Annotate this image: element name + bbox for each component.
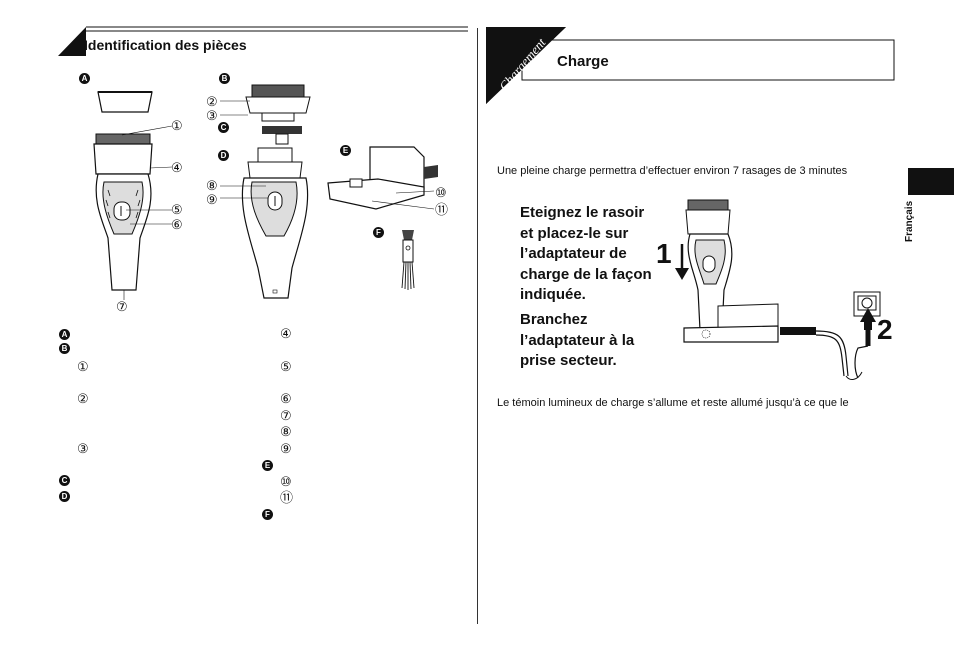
callout-2: ② bbox=[206, 94, 218, 109]
callout-6: ⑥ bbox=[171, 217, 183, 232]
legend-11: ⑪ bbox=[280, 490, 294, 505]
section-header-right bbox=[486, 27, 895, 104]
label-e: E bbox=[340, 145, 351, 156]
step2-line-3: prise secteur. bbox=[520, 352, 617, 369]
step2-line-1: Branchez bbox=[520, 311, 588, 328]
legend-2: ② bbox=[77, 391, 89, 406]
legend-4: ④ bbox=[280, 326, 292, 341]
label-f: F bbox=[373, 227, 384, 238]
callout-10: ⑩ bbox=[435, 185, 447, 200]
legend-b: B bbox=[59, 343, 70, 354]
cleaning-brush-illustration bbox=[401, 230, 415, 290]
shaver-front-illustration bbox=[93, 125, 173, 300]
callout-5: ⑤ bbox=[171, 202, 183, 217]
legend-f: F bbox=[262, 509, 273, 520]
section-title: Identification des pièces bbox=[84, 37, 247, 53]
charging-adaptor-illustration bbox=[327, 146, 438, 210]
step-number-2: 2 bbox=[877, 314, 893, 345]
label-c: C bbox=[218, 122, 229, 133]
callout-9: ⑨ bbox=[206, 192, 218, 207]
indicator-text: Le témoin lumineux de charge s’allume et… bbox=[497, 397, 849, 409]
legend-7: ⑦ bbox=[280, 408, 292, 423]
protective-cap-illustration bbox=[97, 91, 153, 113]
legend-5: ⑤ bbox=[280, 359, 292, 374]
legend-1: ① bbox=[77, 359, 89, 374]
language-tab bbox=[908, 168, 954, 195]
legend-c: C bbox=[59, 475, 70, 486]
legend-a: A bbox=[59, 329, 70, 340]
step1-line-4: charge de la façon bbox=[520, 265, 652, 283]
label-a: A bbox=[79, 73, 90, 84]
step2-line-2: l’adaptateur à la bbox=[520, 331, 635, 349]
step1-line-5: indiquée. bbox=[520, 286, 586, 303]
legend-6: ⑥ bbox=[280, 391, 292, 406]
legend-e: E bbox=[262, 460, 273, 471]
callout-4: ④ bbox=[171, 160, 183, 175]
label-d: D bbox=[218, 150, 229, 161]
legend-8: ⑧ bbox=[280, 424, 292, 439]
callout-1: ① bbox=[171, 118, 183, 133]
legend-3: ③ bbox=[77, 441, 89, 456]
shaver-body-illustration bbox=[220, 147, 309, 299]
step2-text: Branchez l’adaptateur à la prise secteur… bbox=[520, 310, 634, 372]
outer-foil-illustration bbox=[245, 84, 311, 122]
step1-line-1: Eteignez le rasoir bbox=[520, 204, 645, 221]
step1-text: Eteignez le rasoir et placez-le sur l’ad… bbox=[520, 203, 652, 306]
intro-text: Une pleine charge permettra d’effectuer … bbox=[497, 165, 848, 177]
callout-7: ⑦ bbox=[116, 299, 128, 314]
step1-line-2: et placez-le sur bbox=[520, 224, 629, 242]
section-header-left bbox=[58, 26, 468, 56]
callout-lines-b bbox=[220, 100, 250, 116]
step1-line-3: l’adaptateur de bbox=[520, 245, 627, 262]
page-divider bbox=[477, 28, 478, 624]
callout-3: ③ bbox=[206, 108, 218, 123]
step-number-1: 1 bbox=[656, 238, 672, 269]
charge-title: Charge bbox=[557, 53, 609, 70]
label-b: B bbox=[219, 73, 230, 84]
legend-10: ⑩ bbox=[280, 474, 292, 489]
charging-illustration bbox=[675, 199, 881, 380]
language-label: Français bbox=[904, 200, 915, 242]
legend-9: ⑨ bbox=[280, 441, 292, 456]
callout-8: ⑧ bbox=[206, 178, 218, 193]
language-label-wrap: Français bbox=[904, 200, 922, 252]
legend-d: D bbox=[59, 491, 70, 502]
callout-11: ⑪ bbox=[435, 202, 449, 217]
inner-blade-illustration bbox=[262, 126, 302, 145]
